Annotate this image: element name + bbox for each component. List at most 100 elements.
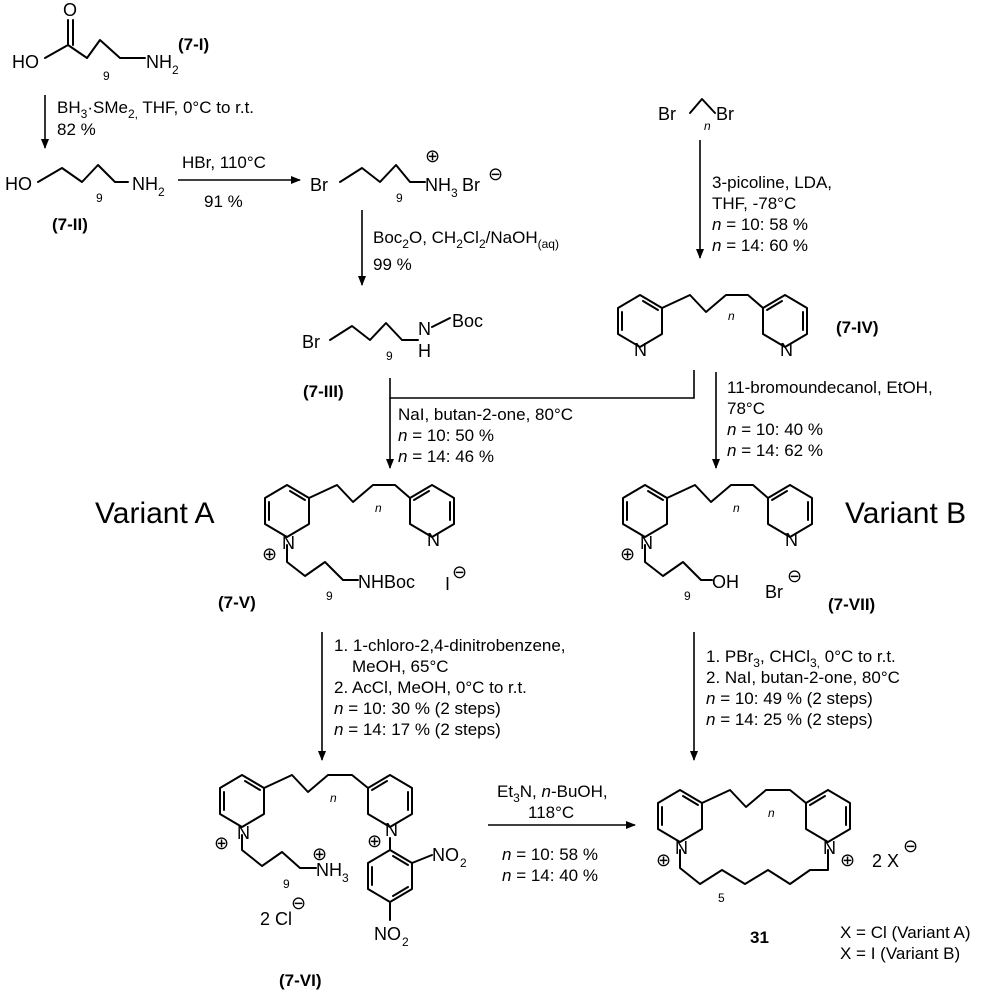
svg-text:9: 9 (283, 877, 290, 891)
svg-text:2 Cl: 2 Cl (260, 909, 292, 929)
svg-text:2: 2 (460, 856, 467, 870)
compound-7-II: HO NH 2 9 (7-II) (5, 164, 165, 234)
svg-text:THF, -78°C: THF, -78°C (712, 194, 796, 213)
svg-text:N: N (237, 823, 250, 843)
variant-b-label: Variant B (845, 497, 966, 530)
svg-text:⊖: ⊖ (452, 562, 467, 582)
compound-bromoundecylammonium-bromide: Br NH 3 Br ⊕ ⊖ 9 (310, 146, 503, 205)
svg-text:⊕: ⊕ (840, 850, 855, 870)
conditions-step-4: 3-picoline, LDA, THF, -78°C n = 10: 58 %… (712, 173, 832, 255)
svg-text:N: N (675, 838, 688, 858)
svg-text:NO: NO (432, 845, 459, 865)
svg-text:9: 9 (326, 589, 333, 603)
svg-text:9: 9 (396, 191, 403, 205)
svg-text:⊕: ⊕ (656, 850, 671, 870)
compound-7-VI: N ⊕ N ⊕ n 9 NH 3 ⊕ NO 2 NO 2 2 Cl ⊖ (7-V… (214, 774, 467, 990)
compound-dibromoalkane: Br Br n (658, 98, 734, 133)
svg-text:NaI, butan-2-one, 80°C: NaI, butan-2-one, 80°C (398, 405, 573, 424)
compound-label: (7-II) (52, 215, 88, 234)
svg-text:2: 2 (158, 185, 165, 199)
svg-text:⊖: ⊖ (291, 893, 306, 913)
svg-text:2. NaI, butan-2-one, 80°C: 2. NaI, butan-2-one, 80°C (706, 668, 900, 687)
conditions-step-3: Boc2O, CH2Cl2/NaOH(aq) 99 % (373, 228, 559, 274)
atom-ho: HO (12, 52, 39, 72)
svg-text:78°C: 78°C (727, 399, 765, 418)
atom-nh2: NH (146, 52, 172, 72)
svg-text:n = 14: 25 % (2 steps): n = 14: 25 % (2 steps) (706, 710, 873, 729)
svg-text:9: 9 (386, 349, 393, 363)
compound-label: (7-VII) (828, 595, 875, 614)
svg-text:N: N (780, 340, 793, 360)
compound-label: (7-I) (178, 35, 209, 54)
svg-text:Et3N, n-BuOH,: Et3N, n-BuOH, (497, 782, 608, 805)
svg-text:n: n (768, 806, 775, 820)
variant-a-label: Variant A (95, 497, 215, 530)
svg-text:9: 9 (684, 589, 691, 603)
svg-text:n = 14: 60 %: n = 14: 60 % (712, 236, 808, 255)
svg-text:n = 10: 40 %: n = 10: 40 % (727, 420, 823, 439)
svg-text:n = 10: 58 %: n = 10: 58 % (712, 215, 808, 234)
svg-text:91 %: 91 % (204, 192, 243, 211)
svg-text:BH3·SMe2, THF, 0°C to r.t.: BH3·SMe2, THF, 0°C to r.t. (57, 98, 254, 121)
svg-text:H: H (418, 341, 431, 361)
conditions-step-5: NaI, butan-2-one, 80°C n = 10: 50 % n = … (398, 405, 573, 466)
svg-text:Br: Br (310, 175, 328, 195)
compound-7-III: Br N H Boc 9 (7-III) (302, 311, 483, 401)
legend-variant-a: X = Cl (Variant A) (840, 923, 971, 942)
svg-text:NHBoc: NHBoc (358, 572, 415, 592)
compound-7-VII: N ⊕ N n 9 OH Br ⊖ (7-VII) (620, 484, 875, 614)
svg-text:NH: NH (425, 175, 451, 195)
svg-text:⊕: ⊕ (312, 844, 327, 864)
svg-text:NH: NH (132, 174, 158, 194)
svg-text:n: n (330, 791, 337, 805)
svg-text:Br: Br (716, 104, 734, 124)
repeat-index: 9 (103, 69, 110, 83)
svg-text:⊕: ⊕ (620, 544, 635, 564)
compound-label: 31 (750, 928, 769, 947)
conditions-step-7: 1. 1-chloro-2,4-dinitrobenzene, MeOH, 65… (334, 636, 566, 739)
conditions-step-1: BH3·SMe2, THF, 0°C to r.t. 82 % (57, 98, 254, 139)
svg-text:2: 2 (172, 63, 179, 77)
svg-text:n = 14: 62 %: n = 14: 62 % (727, 441, 823, 460)
svg-text:I: I (445, 574, 450, 594)
svg-text:HBr, 110°C: HBr, 110°C (182, 153, 266, 172)
svg-text:2. AcCl, MeOH, 0°C to r.t.: 2. AcCl, MeOH, 0°C to r.t. (334, 678, 527, 697)
svg-text:n = 10: 50 %: n = 10: 50 % (398, 426, 494, 445)
svg-text:n = 10: 30 % (2 steps): n = 10: 30 % (2 steps) (334, 699, 501, 718)
svg-text:n: n (733, 501, 740, 515)
compound-31: N ⊕ N ⊕ n 5 2 X ⊖ 31 X = Cl (Variant A) … (656, 789, 971, 963)
compound-label: (7-IV) (836, 318, 879, 337)
svg-text:Boc: Boc (452, 311, 483, 331)
svg-text:N: N (640, 533, 653, 553)
svg-text:⊕: ⊕ (262, 544, 277, 564)
svg-text:82 %: 82 % (57, 120, 96, 139)
svg-text:n = 10: 58 %: n = 10: 58 % (502, 845, 598, 864)
conditions-step-6: 11-bromoundecanol, EtOH, 78°C n = 10: 40… (727, 378, 933, 460)
svg-text:Br: Br (658, 104, 676, 124)
svg-text:⊖: ⊖ (903, 836, 918, 856)
svg-text:N: N (785, 530, 798, 550)
compound-label: (7-VI) (279, 971, 322, 990)
svg-text:NO: NO (374, 924, 401, 944)
compound-7-I: O HO NH 2 9 (7-I) (12, 0, 209, 83)
svg-text:9: 9 (96, 191, 103, 205)
svg-text:⊕: ⊕ (367, 831, 382, 851)
svg-text:MeOH, 65°C: MeOH, 65°C (352, 657, 449, 676)
svg-text:N: N (418, 319, 431, 339)
compound-7-IV: N N n (7-IV) (617, 294, 879, 360)
conditions-step-8: 1. PBr3, CHCl3, 0°C to r.t. 2. NaI, buta… (706, 647, 900, 729)
svg-text:N: N (634, 340, 647, 360)
svg-text:Br: Br (462, 175, 480, 195)
svg-text:3: 3 (451, 186, 458, 200)
conditions-step-2: HBr, 110°C 91 % (182, 153, 266, 211)
svg-text:Br: Br (302, 332, 320, 352)
svg-text:HO: HO (5, 174, 32, 194)
svg-text:1. 1-chloro-2,4-dinitrobenzene: 1. 1-chloro-2,4-dinitrobenzene, (334, 636, 566, 655)
svg-text:1. PBr3, CHCl3, 0°C to r.t.: 1. PBr3, CHCl3, 0°C to r.t. (706, 647, 896, 670)
svg-text:n = 14: 17 % (2 steps): n = 14: 17 % (2 steps) (334, 720, 501, 739)
charge-plus: ⊕ (425, 146, 440, 166)
compound-7-V: N ⊕ N n 9 NHBoc I ⊖ (7-V) (218, 484, 467, 612)
svg-text:N: N (385, 820, 398, 840)
svg-text:NH: NH (316, 860, 342, 880)
svg-text:N: N (823, 838, 836, 858)
